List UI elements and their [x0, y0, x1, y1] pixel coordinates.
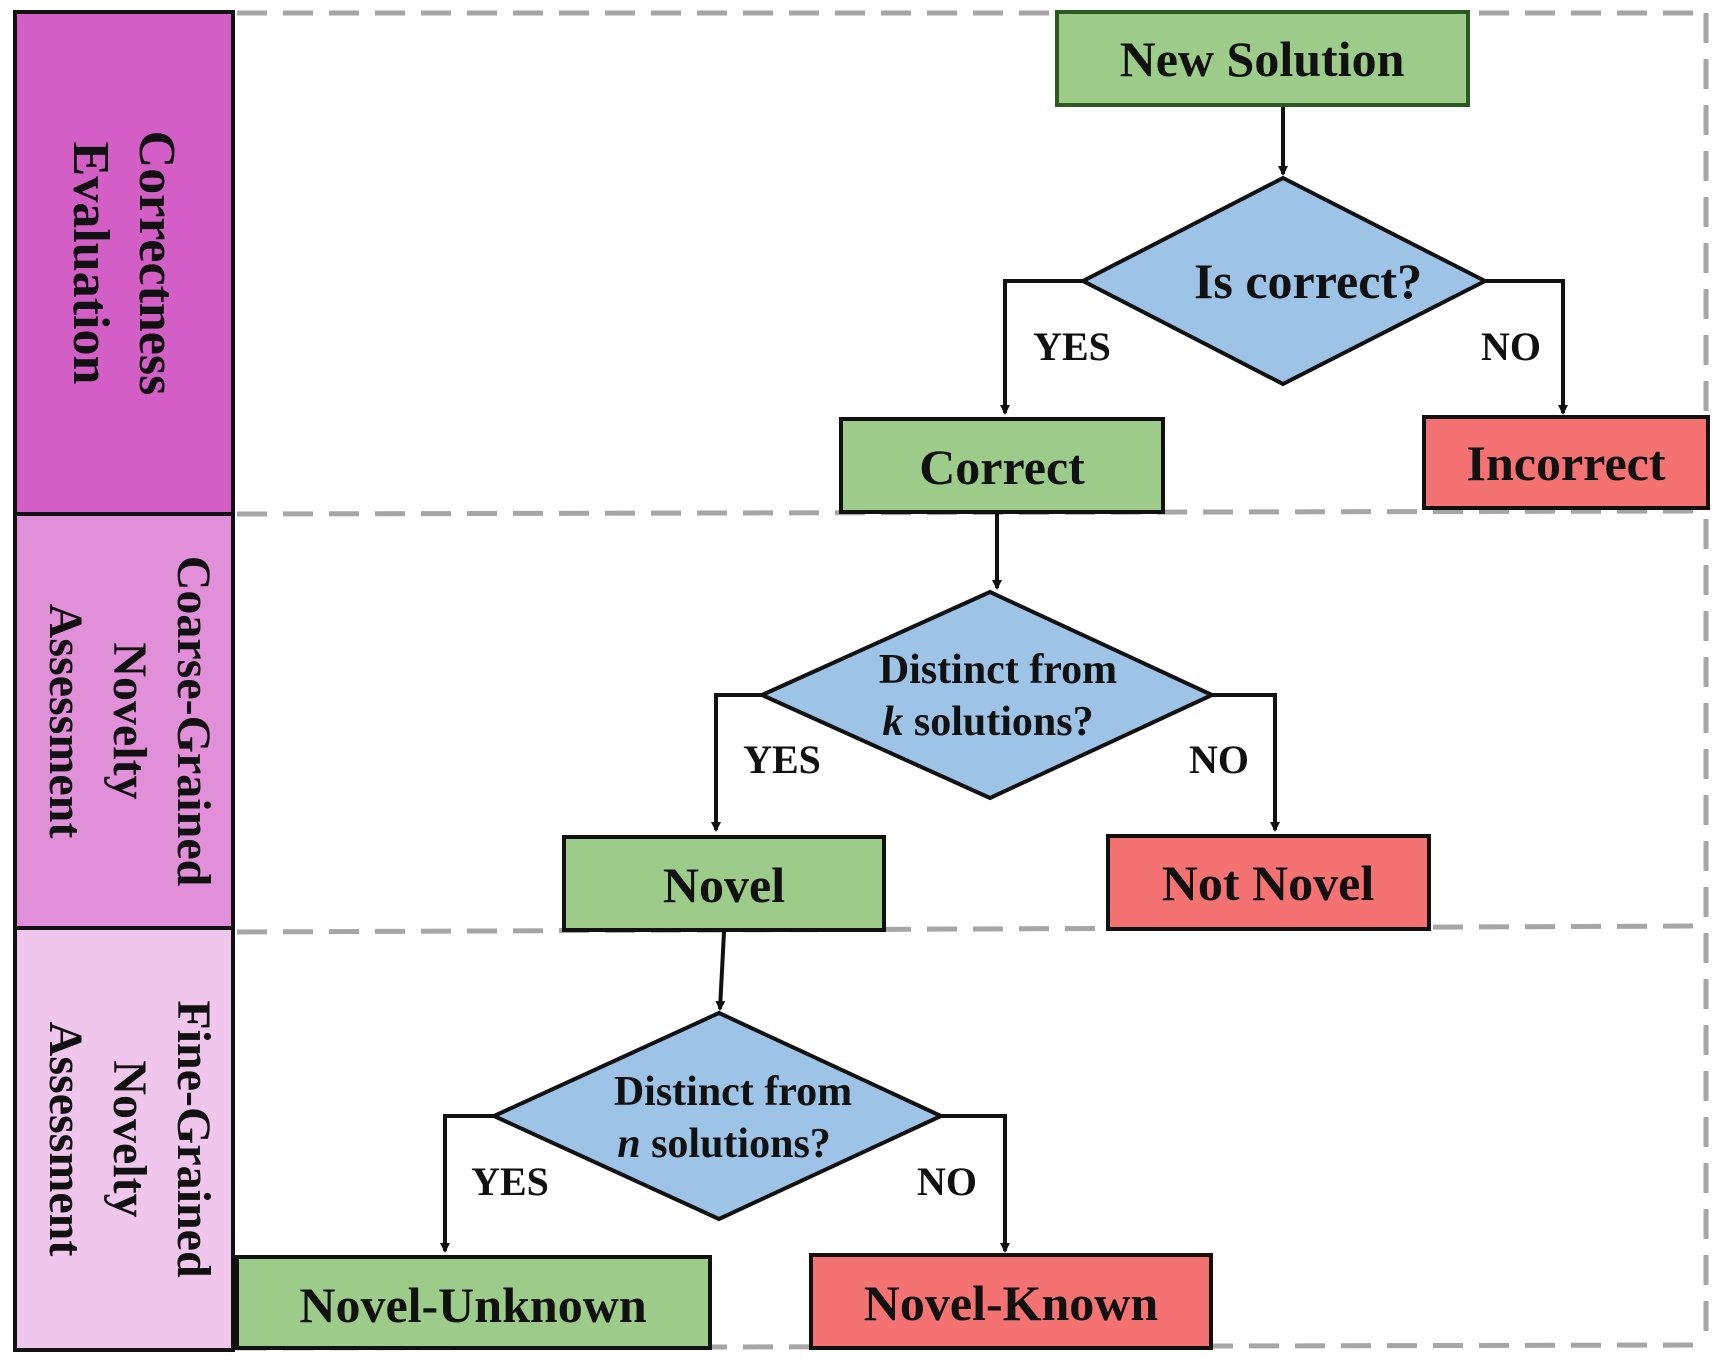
divider-2: [236, 923, 1707, 935]
connectors: [440, 107, 1568, 1253]
lane-coarse-label-line2: Novelty: [103, 642, 156, 799]
branch-no-1: NO: [1481, 324, 1541, 369]
decision-distinct-n: Distinct from n solutions?: [489, 1010, 946, 1222]
node-novel-known: Novel-Known: [809, 1253, 1213, 1350]
decision-distinct-n-line1: Distinct from: [614, 1069, 852, 1115]
node-correct: Correct: [839, 417, 1165, 514]
lane-coarse-label-line3: Assessment: [39, 604, 92, 839]
lane-correctness-label-line1: Correctness: [128, 131, 185, 396]
node-new-solution-label: New Solution: [1120, 31, 1405, 87]
arrow-decision3-no: [941, 1114, 1010, 1253]
node-incorrect: Incorrect: [1422, 415, 1710, 510]
decision-is-correct: Is correct?: [1078, 175, 1490, 387]
decision-distinct-k-line2: k solutions?: [882, 699, 1093, 745]
node-novel-unknown: Novel-Unknown: [235, 1255, 712, 1350]
decision-distinct-n-rest: solutions?: [641, 1121, 831, 1167]
lane-coarse-label-line1: Coarse-Grained: [167, 556, 220, 887]
arrow-novel-to-decision3: [715, 931, 726, 1011]
arrow-decision3-yes: [440, 1114, 494, 1253]
node-novel-label: Novel: [663, 857, 785, 913]
decision-distinct-n-var: n: [617, 1121, 640, 1167]
arrow-decision2-yes: [711, 693, 762, 832]
node-not-novel: Not Novel: [1106, 834, 1431, 931]
arrow-decision1-no: [1485, 279, 1568, 415]
branch-no-2: NO: [1189, 737, 1249, 782]
decision-distinct-k-line1: Distinct from: [879, 647, 1117, 693]
node-new-solution: New Solution: [1055, 10, 1470, 107]
decision-distinct-k-rest: solutions?: [903, 699, 1093, 745]
arrow-decision2-no: [1212, 693, 1280, 832]
arrow-decision1-yes: [1000, 279, 1083, 415]
decision-distinct-k: Distinct from k solutions?: [757, 589, 1217, 801]
node-novel-unknown-label: Novel-Unknown: [299, 1277, 646, 1333]
lane-fine-label-line2: Novelty: [103, 1060, 156, 1217]
branch-yes-2: YES: [743, 737, 821, 782]
lane-fine-bg: [13, 926, 235, 1352]
lane-correctness-label-line2: Evaluation: [62, 142, 119, 385]
node-novel: Novel: [562, 835, 886, 932]
lane-fine-label-line3: Assessment: [39, 1022, 92, 1257]
node-novel-known-label: Novel-Known: [864, 1275, 1159, 1331]
lane-coarse-bg: [13, 512, 235, 930]
node-correct-label: Correct: [919, 439, 1085, 495]
node-incorrect-label: Incorrect: [1467, 435, 1666, 491]
divider-1: [236, 508, 1707, 517]
lane-fine-label-line1: Fine-Grained: [167, 1000, 220, 1278]
node-not-novel-label: Not Novel: [1162, 855, 1375, 911]
branch-yes-1: YES: [1033, 324, 1111, 369]
decision-is-correct-label: Is correct?: [1194, 253, 1422, 309]
lane-correctness-bg: [13, 10, 235, 516]
branch-no-3: NO: [917, 1159, 977, 1204]
branch-yes-3: YES: [471, 1159, 549, 1204]
decision-distinct-n-line2: n solutions?: [617, 1121, 831, 1167]
decision-distinct-k-var: k: [882, 699, 903, 745]
